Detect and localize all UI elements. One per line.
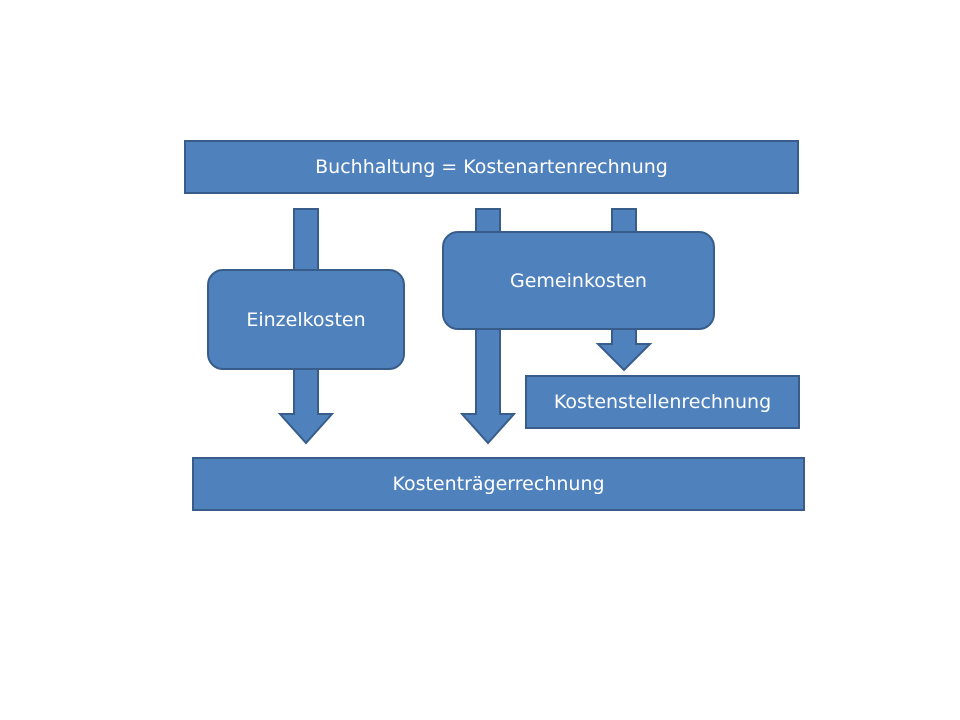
node-gemeinkosten-label: Gemeinkosten: [510, 269, 647, 292]
node-einzelkosten-label: Einzelkosten: [246, 308, 366, 331]
node-einzelkosten: Einzelkosten: [207, 269, 405, 370]
node-kostentraegerrechnung: Kostenträgerrechnung: [192, 457, 805, 511]
node-buchhaltung: Buchhaltung = Kostenartenrechnung: [184, 140, 799, 194]
node-gemeinkosten: Gemeinkosten: [442, 231, 715, 330]
node-buchhaltung-label: Buchhaltung = Kostenartenrechnung: [315, 156, 668, 178]
node-kostenstellenrechnung: Kostenstellenrechnung: [525, 375, 800, 429]
node-kostenstellenrechnung-label: Kostenstellenrechnung: [553, 391, 772, 413]
node-kostentraegerrechnung-label: Kostenträgerrechnung: [392, 473, 605, 495]
